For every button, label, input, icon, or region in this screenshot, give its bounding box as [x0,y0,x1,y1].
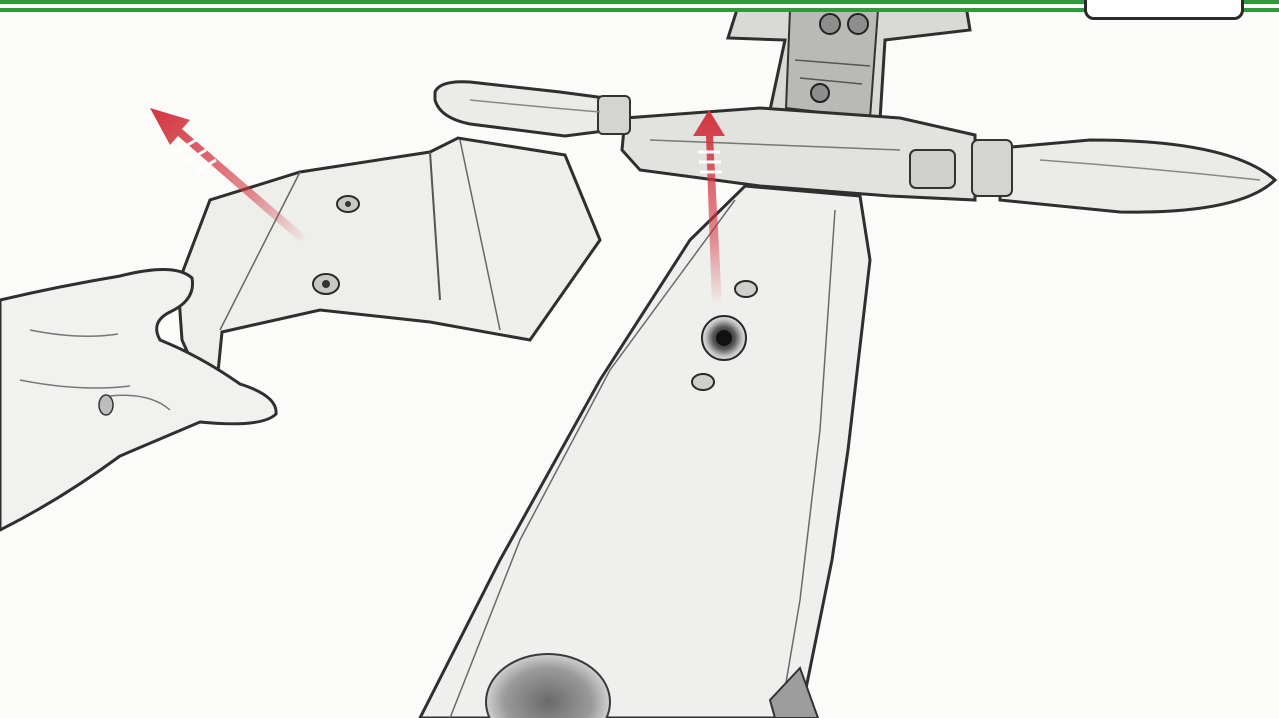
screw-hole-upper [735,281,757,297]
step-number-box [1084,0,1244,20]
stem-bracket [728,0,970,120]
screw-hole-lower [692,374,714,390]
fairing-panel [178,138,600,380]
left-arm-pod [435,82,612,136]
right-arm-pod [1000,140,1275,212]
